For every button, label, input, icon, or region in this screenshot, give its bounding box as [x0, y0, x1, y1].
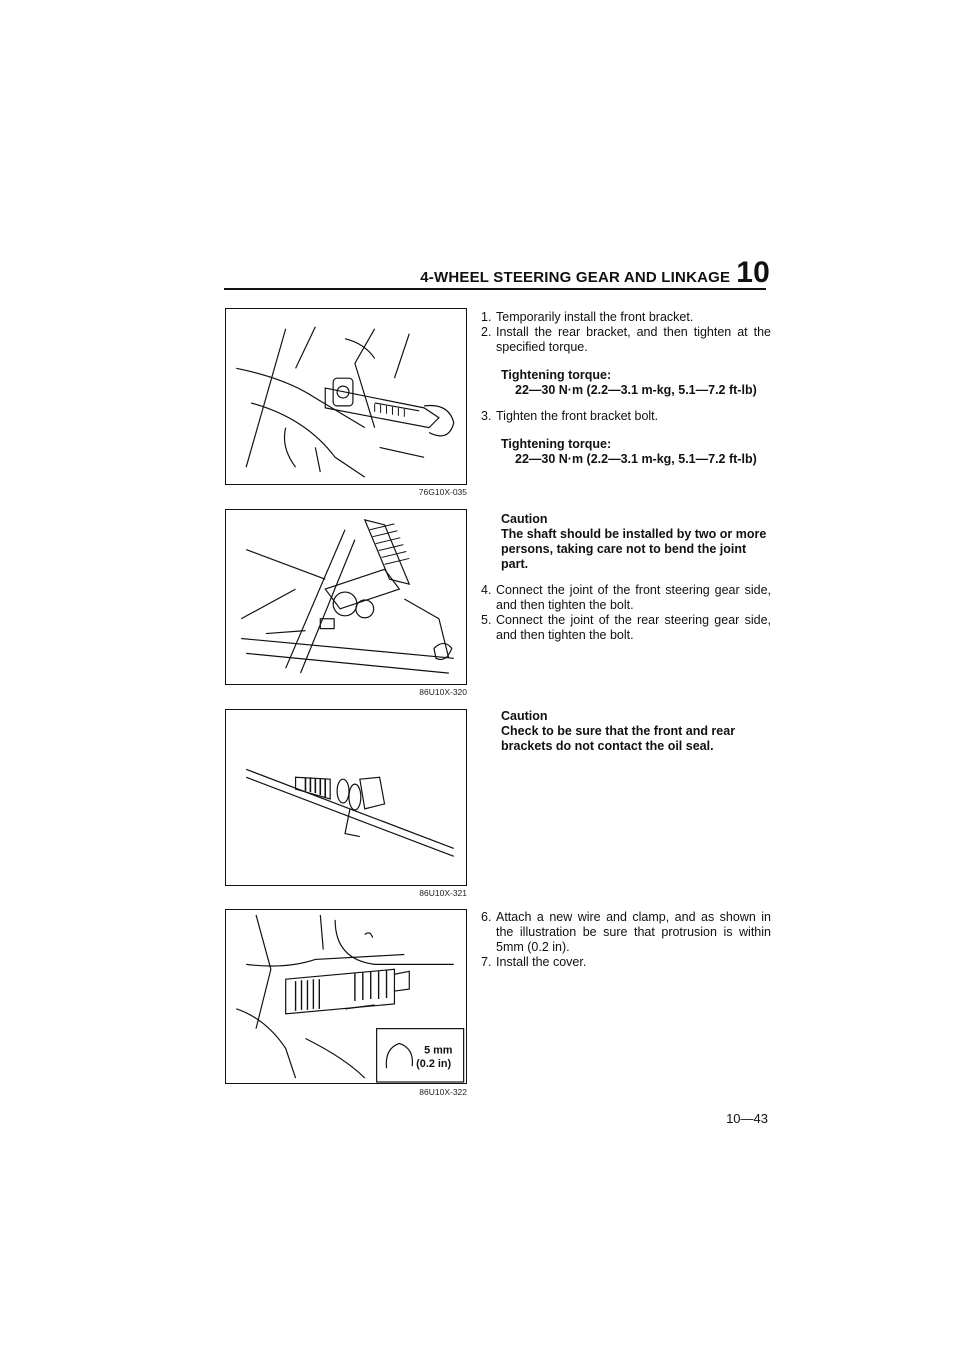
page-number: 10—43: [726, 1111, 768, 1126]
torque-value: 22—30 N·m (2.2—3.1 m-kg, 5.1—7.2 ft-lb): [515, 452, 757, 466]
caution-label: Caution: [501, 709, 548, 723]
caution-text: Check to be sure that the front and rear…: [501, 724, 736, 753]
torque-value: 22—30 N·m (2.2—3.1 m-kg, 5.1—7.2 ft-lb): [515, 383, 757, 397]
wrench-illustration: [236, 326, 455, 478]
figure-oil-seal: [225, 709, 467, 886]
figure-shaft-joint: [225, 509, 467, 685]
wire-clamp-illustration: 5 mm (0.2 in): [236, 914, 465, 1083]
header-rule: [224, 288, 766, 290]
section-bracket-install: 1. Temporarily install the front bracket…: [481, 310, 771, 467]
section-shaft-install: Caution The shaft should be installed by…: [481, 512, 771, 643]
torque-label: Tightening torque:: [501, 368, 612, 382]
callout-5mm: 5 mm: [424, 1044, 452, 1056]
list-item: 7. Install the cover.: [481, 955, 587, 969]
list-item: 4. Connect the joint of the front steeri…: [481, 583, 771, 612]
list-item: 3. Tighten the front bracket bolt.: [481, 409, 659, 423]
list-item: 6. Attach a new wire and clamp, and as s…: [481, 910, 771, 954]
torque-label: Tightening torque:: [501, 437, 612, 451]
figure-wire-clamp: 5 mm (0.2 in): [225, 909, 467, 1084]
figure-code: 86U10X-320: [419, 687, 467, 697]
figure-code: 76G10X-035: [418, 487, 467, 497]
header-title: 4-WHEEL STEERING GEAR AND LINKAGE: [420, 269, 731, 286]
figure-code: 86U10X-322: [419, 1087, 467, 1097]
shaft-joint-illustration: [240, 519, 454, 674]
chapter-number: 10: [736, 256, 770, 289]
page-header: 4-WHEEL STEERING GEAR AND LINKAGE 10: [420, 258, 770, 288]
list-item: 5. Connect the joint of the rear steerin…: [481, 613, 771, 642]
oil-seal-illustration: [245, 768, 454, 857]
figure-bracket-wrench: [225, 308, 467, 485]
list-item: 2. Install the rear bracket, and then ti…: [481, 325, 771, 354]
figure-code: 86U10X-321: [419, 888, 467, 898]
caution-text: The shaft should be installed by two or …: [501, 527, 767, 571]
section-wire-clamp: 6. Attach a new wire and clamp, and as s…: [481, 910, 771, 970]
callout-inch: (0.2 in): [416, 1058, 451, 1070]
caution-label: Caution: [501, 512, 548, 526]
list-item: 1. Temporarily install the front bracket…: [481, 310, 694, 324]
section-oil-seal-caution: Caution Check to be sure that the front …: [481, 709, 771, 754]
